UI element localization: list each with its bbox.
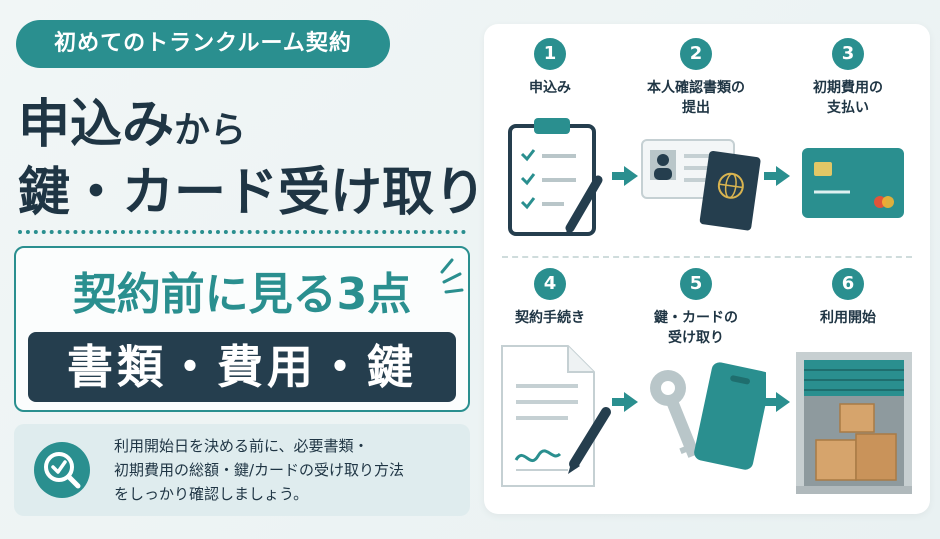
credit-card-icon: [802, 148, 904, 218]
step-label-line-2: 提出: [682, 100, 710, 116]
contract-signature-icon: [501, 345, 611, 487]
step-label: 本人確認書類の提出: [626, 78, 766, 118]
headline-2-big: 鍵・カード受け取り: [18, 163, 487, 223]
step-number: 4: [534, 268, 566, 300]
intro-badge: 初めてのトランクルーム契約: [16, 20, 390, 68]
advice-text: 利用開始日を決める前に、必要書類・ 初期費用の総額・鍵/カードの受け取り方法 を…: [114, 434, 404, 506]
arrow-right-icon: [764, 392, 790, 412]
key-points-items: 書類・費用・鍵: [28, 332, 456, 402]
step-number: 6: [832, 268, 864, 300]
headline-1-big: 申込み: [18, 95, 175, 155]
step-number: 5: [680, 268, 712, 300]
key-card-icon: [650, 362, 766, 470]
step-label-line-1: 初期費用の: [813, 80, 883, 96]
advice-line-1: 利用開始日を決める前に、必要書類・: [114, 437, 369, 455]
headline-line-2: 鍵・カード受け取りまで: [18, 150, 558, 225]
storage-unit-icon: [796, 352, 912, 494]
step-label-line-1: 鍵・カードの: [654, 310, 738, 326]
advice-note: 利用開始日を決める前に、必要書類・ 初期費用の総額・鍵/カードの受け取り方法 を…: [14, 424, 470, 516]
headline-line-1: 申込みから: [18, 82, 246, 157]
key-points-box: 契約前に見る3点 書類・費用・鍵: [14, 246, 470, 412]
step-label: 契約手続き: [515, 310, 585, 326]
step-number: 3: [832, 38, 864, 70]
step-label-line-2: 受け取り: [668, 330, 724, 346]
arrow-right-icon: [612, 392, 638, 412]
dotted-divider: [18, 230, 466, 234]
arrow-right-icon: [764, 166, 790, 186]
step-3: 3 初期費用の支払い: [778, 38, 918, 118]
arrow-right-icon: [612, 166, 638, 186]
step-label: 初期費用の支払い: [778, 78, 918, 118]
magnifier-check-icon: [34, 442, 90, 498]
step-label: 申込み: [529, 80, 571, 96]
step-label-line-1: 本人確認書類の: [647, 80, 745, 96]
step-label: 鍵・カードの受け取り: [626, 308, 766, 348]
key-points-title: 契約前に見る3点: [72, 269, 412, 320]
step-2: 2 本人確認書類の提出: [626, 38, 766, 118]
step-1: 1 申込み: [480, 38, 620, 98]
step-label-line-2: 支払い: [827, 100, 869, 116]
step-5: 5 鍵・カードの受け取り: [626, 268, 766, 348]
id-card-passport-icon: [641, 139, 761, 231]
clipboard-checklist-icon: [508, 118, 603, 236]
headline-1-small: から: [174, 110, 247, 151]
sparkle-lines-icon: [440, 258, 464, 294]
row-divider: [502, 256, 912, 258]
step-number: 1: [534, 38, 566, 70]
advice-line-2: 初期費用の総額・鍵/カードの受け取り方法: [114, 461, 405, 479]
step-number: 2: [680, 38, 712, 70]
step-label: 利用開始: [820, 310, 876, 326]
advice-line-3: をしっかり確認しましょう。: [114, 485, 309, 503]
process-panel: 1 申込み 2 本人確認書類の提出 3: [484, 24, 930, 514]
step-4: 4 契約手続き: [480, 268, 620, 328]
step-6: 6 利用開始: [778, 268, 918, 328]
